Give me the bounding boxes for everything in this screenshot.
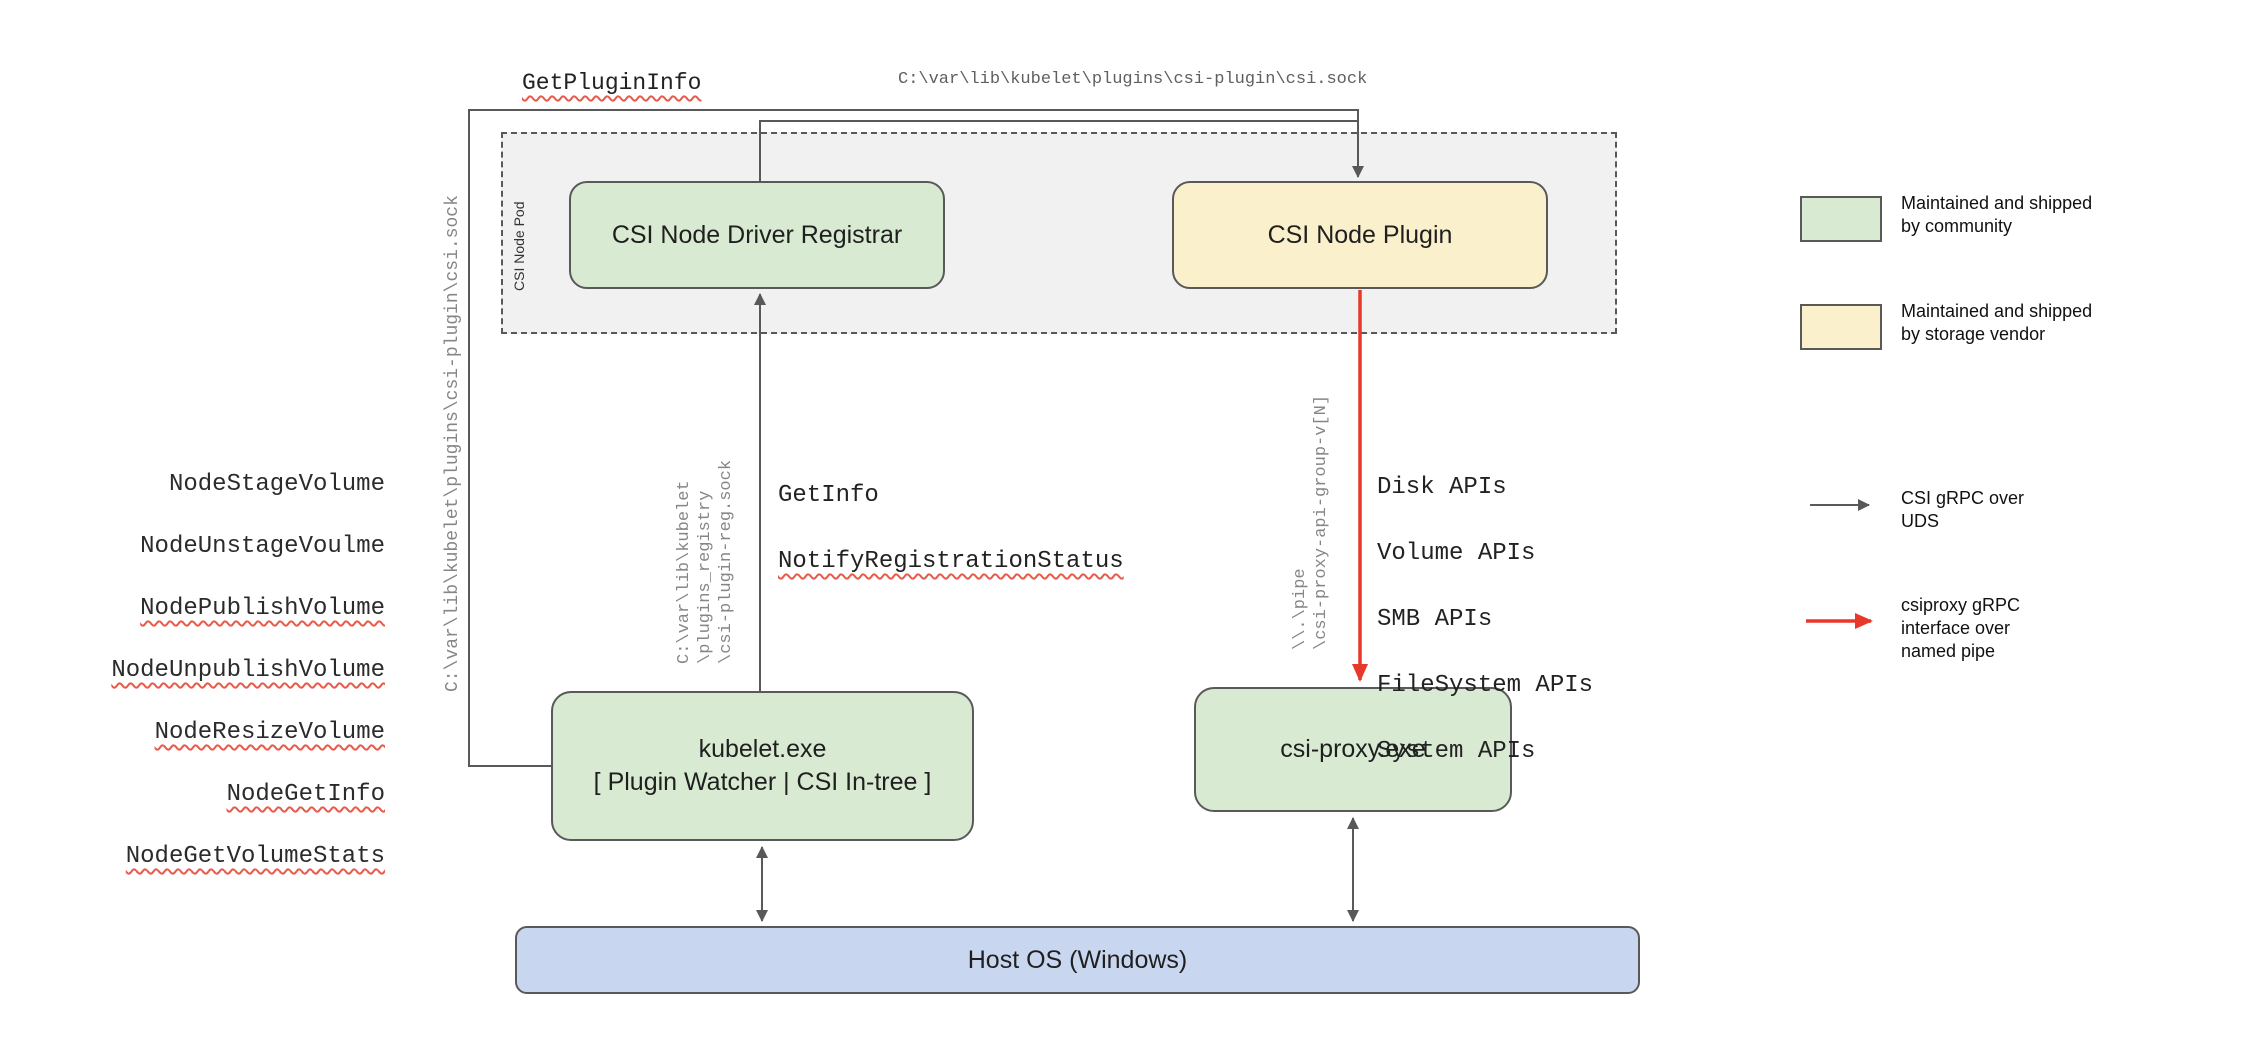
csi-proxy-api-list: Disk APIs Volume APIs SMB APIs FileSyste… bbox=[1377, 438, 1593, 801]
method-node-resize-volume: NodeResizeVolume bbox=[154, 719, 385, 746]
legend-vendor-label: Maintained and shipped by storage vendor bbox=[1901, 301, 2093, 344]
kubelet-title: kubelet.exe bbox=[698, 735, 827, 763]
node-methods-list: NodeStageVolume NodeUnstageVoulme NodePu… bbox=[100, 438, 385, 903]
node-kubelet: kubelet.exe [ Plugin Watcher | CSI In-tr… bbox=[551, 691, 974, 841]
method-node-unstage-volume: NodeUnstageVoulme bbox=[140, 533, 385, 560]
method-node-stage-volume: NodeStageVolume bbox=[168, 471, 385, 498]
label-plugin-registry-sock-path: C:\var\lib\kubelet \plugins_registry \cs… bbox=[675, 459, 736, 664]
legend-community-label: Maintained and shipped by community bbox=[1901, 193, 2093, 236]
label-csi-sock-path-left: C:\var\lib\kubelet\plugins\csi-plugin\cs… bbox=[443, 195, 463, 692]
label-get-plugin-info: GetPluginInfo bbox=[522, 70, 702, 96]
method-node-get-volume-stats: NodeGetVolumeStats bbox=[125, 843, 385, 870]
legend-vendor-swatch-icon bbox=[1800, 304, 1882, 350]
label-notify-registration-status: NotifyRegistrationStatus bbox=[778, 548, 1124, 575]
node-csi-proxy: csi-proxy.exe bbox=[1194, 687, 1512, 812]
method-node-get-info: NodeGetInfo bbox=[226, 781, 385, 808]
kubelet-subtitle: [ Plugin Watcher | CSI In-tree ] bbox=[593, 768, 932, 796]
method-node-publish-volume: NodePublishVolume bbox=[140, 595, 385, 622]
label-get-info: GetInfo bbox=[778, 482, 879, 509]
legend-named-pipe-label: csiproxy gRPC interface over named pipe bbox=[1901, 595, 2021, 661]
node-host-os: Host OS (Windows) bbox=[515, 926, 1640, 994]
method-node-unpublish-volume: NodeUnpublishVolume bbox=[111, 657, 385, 684]
uds-path-registrar-to-plugin bbox=[759, 120, 1358, 181]
legend-uds-label: CSI gRPC over UDS bbox=[1901, 488, 2025, 531]
api-system: System APIs bbox=[1377, 738, 1536, 765]
label-csi-sock-path-top: C:\var\lib\kubelet\plugins\csi-plugin\cs… bbox=[898, 70, 1368, 89]
registration-calls: GetInfo NotifyRegistrationStatus bbox=[778, 446, 1124, 611]
api-smb: SMB APIs bbox=[1377, 606, 1493, 633]
label-named-pipe-path: \\.\pipe \csi-proxy-api-group-v[N] bbox=[1291, 394, 1331, 650]
api-filesystem: FileSystem APIs bbox=[1377, 672, 1594, 699]
legend-community-swatch-icon bbox=[1800, 196, 1882, 242]
node-csi-node-plugin: CSI Node Plugin bbox=[1172, 181, 1548, 289]
api-volume: Volume APIs bbox=[1377, 540, 1536, 567]
csi-node-pod-label: CSI Node Pod bbox=[511, 201, 527, 292]
uds-path-kubelet-to-plugin-arrow bbox=[468, 109, 1364, 767]
api-disk: Disk APIs bbox=[1377, 474, 1507, 501]
node-csi-node-driver-registrar: CSI Node Driver Registrar bbox=[569, 181, 945, 289]
